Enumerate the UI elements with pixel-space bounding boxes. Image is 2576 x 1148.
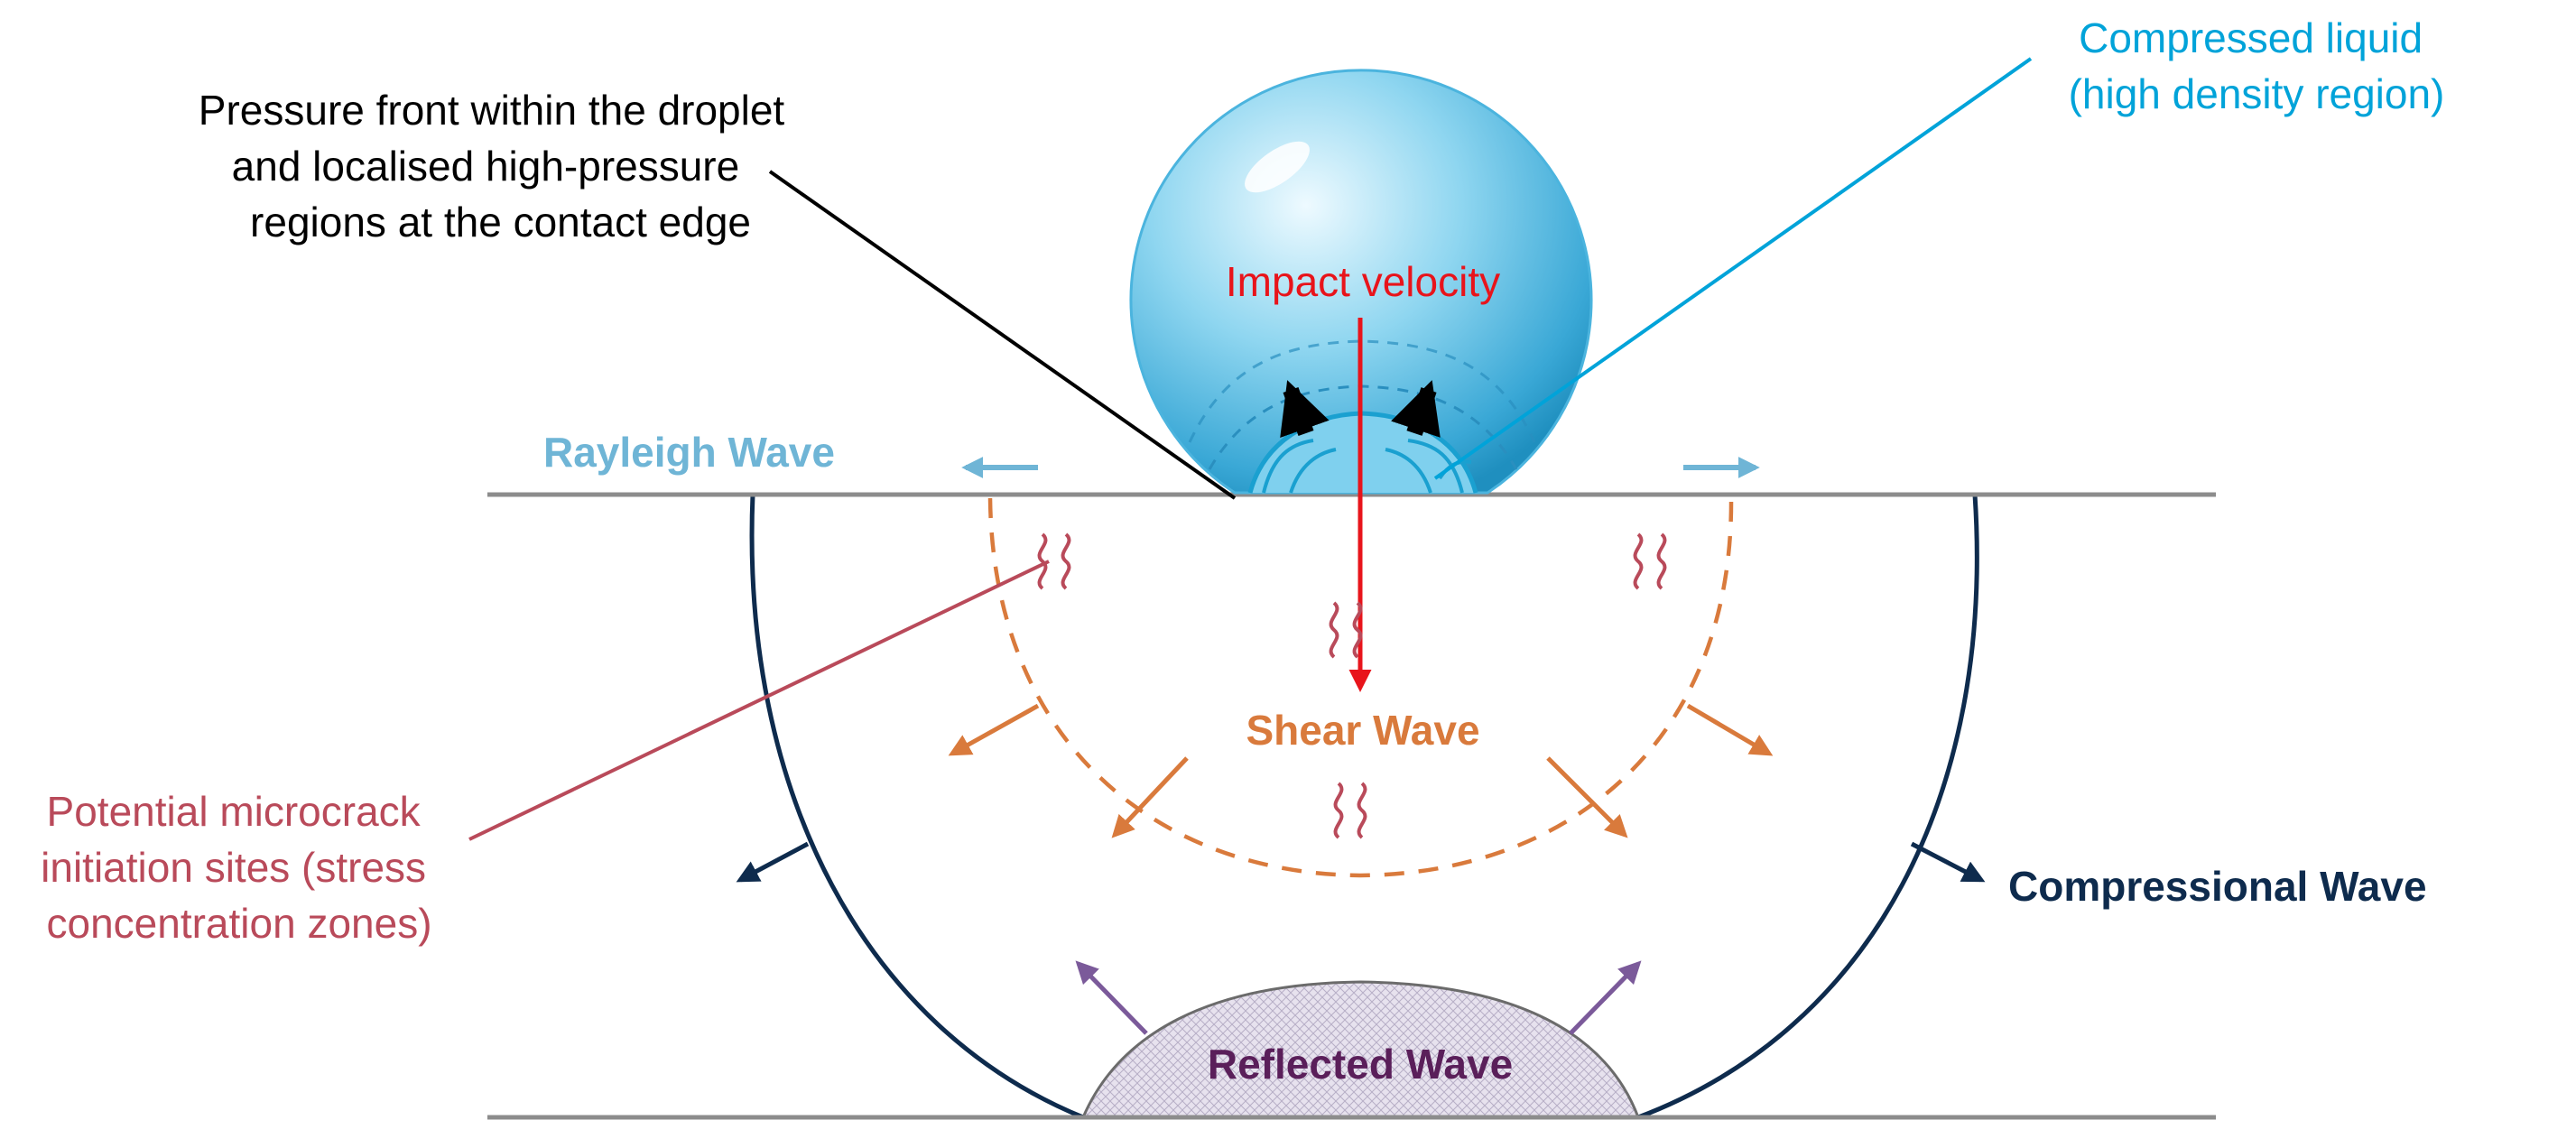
pressure-front-leader bbox=[768, 170, 1237, 500]
wavy-crack-icon bbox=[1037, 532, 1071, 590]
pressure-arrow-right-icon bbox=[1391, 380, 1441, 438]
compressional-wave-label: Compressional Wave bbox=[2008, 863, 2427, 910]
impact-velocity-label: Impact velocity bbox=[1226, 258, 1500, 305]
shear-arrow-icon bbox=[948, 703, 1040, 756]
shear-wave-label: Shear Wave bbox=[1246, 707, 1479, 754]
reflected-arrow-icon bbox=[1569, 960, 1642, 1035]
shear-wave-front bbox=[987, 497, 1734, 878]
pressure-front-label: Pressure front within the droplet and lo… bbox=[199, 87, 796, 245]
shear-arrow-icon bbox=[1111, 756, 1189, 838]
shear-arrow-icon bbox=[1686, 703, 1774, 756]
reflected-arrow-icon bbox=[1075, 960, 1148, 1035]
microcrack-sites bbox=[1037, 532, 1667, 839]
compressional-wave-front bbox=[749, 494, 1979, 1120]
compressional-arrow-icon bbox=[736, 841, 810, 883]
microcrack-leader bbox=[468, 560, 1050, 841]
rayleigh-wave-label: Rayleigh Wave bbox=[543, 429, 835, 476]
reflected-wave-label: Reflected Wave bbox=[1208, 1041, 1513, 1088]
compressed-liquid-label: Compressed liquid (high density region) bbox=[2069, 14, 2445, 117]
pressure-arrow-left-icon bbox=[1280, 380, 1330, 439]
wavy-crack-icon bbox=[1329, 601, 1363, 659]
compressed-liquid-leader bbox=[1433, 57, 2033, 480]
wavy-crack-icon bbox=[1633, 532, 1667, 590]
wavy-crack-icon bbox=[1333, 782, 1367, 839]
microcrack-label: Potential microcrack initiation sites (s… bbox=[41, 788, 438, 947]
compressional-arrow-icon bbox=[1910, 841, 1986, 883]
droplet bbox=[1129, 69, 1593, 495]
shear-arrow-icon bbox=[1546, 756, 1628, 838]
reflected-wave-region bbox=[1080, 980, 1641, 1119]
